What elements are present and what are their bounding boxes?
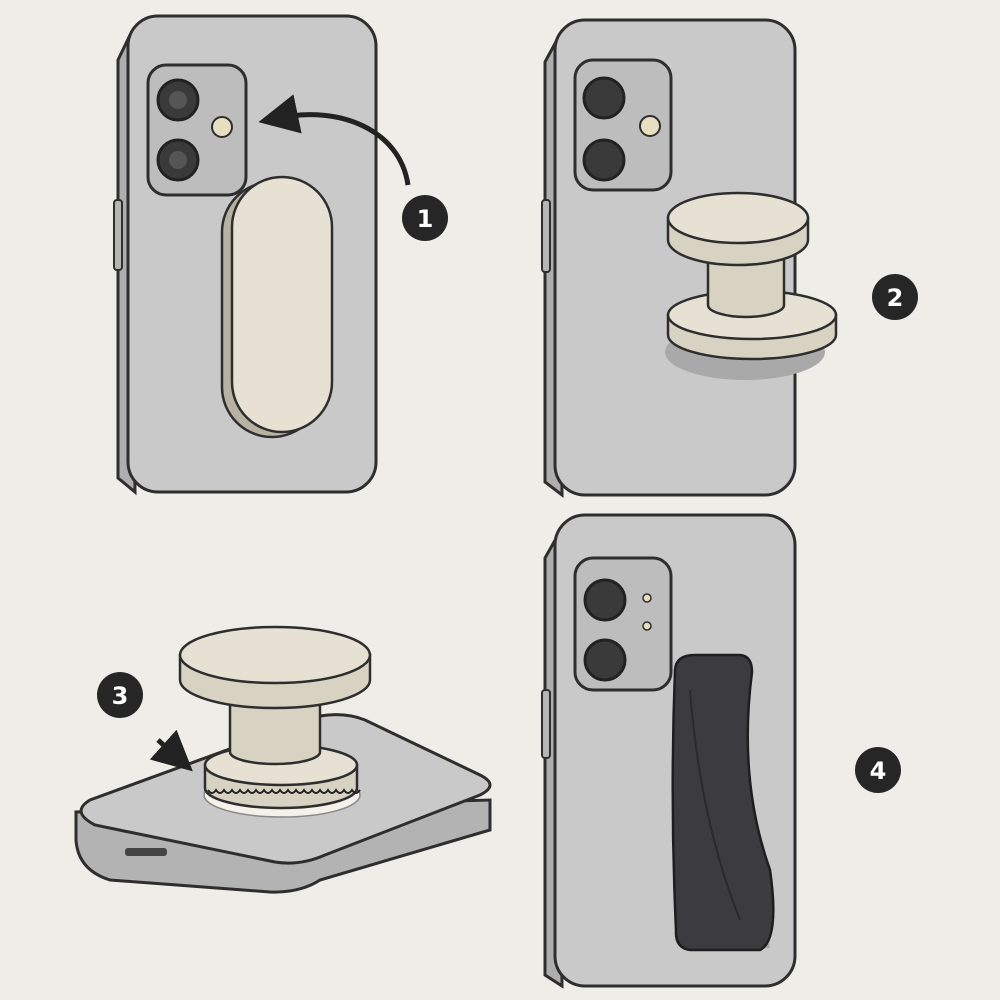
step-3-panel: 3 xyxy=(74,625,492,894)
microphone-icon xyxy=(642,621,652,631)
flash-icon xyxy=(639,115,661,137)
adhesive-edge xyxy=(207,788,361,794)
flash-icon xyxy=(642,593,652,603)
step-1-panel: 1 xyxy=(113,14,448,496)
flash-icon xyxy=(211,116,233,138)
speaker-grille-icon xyxy=(125,848,167,856)
press-arrow-icon xyxy=(149,729,193,772)
popsocket-cap xyxy=(666,191,810,245)
side-button xyxy=(541,199,551,273)
step-number: 2 xyxy=(887,284,904,312)
side-button xyxy=(541,689,551,759)
step-2-panel: 2 xyxy=(541,18,918,499)
popsocket-cap xyxy=(178,625,372,685)
popsocket-stem xyxy=(706,248,786,319)
step-1-badge: 1 xyxy=(402,195,448,241)
step-4-panel: 4 xyxy=(541,513,901,989)
camera-lens-icon xyxy=(583,638,627,682)
step-2-badge: 2 xyxy=(872,274,918,320)
lens-inner xyxy=(169,91,187,109)
strap-fold xyxy=(689,689,741,921)
step-number: 1 xyxy=(417,205,434,233)
step-4-badge: 4 xyxy=(855,747,901,793)
grip-pad xyxy=(230,175,334,434)
hand-strap xyxy=(671,653,775,952)
popsocket-stem xyxy=(228,698,322,766)
camera-lens-icon xyxy=(582,138,626,182)
arrow-icon xyxy=(258,94,411,186)
step-number: 4 xyxy=(870,757,887,785)
camera-lens-icon xyxy=(583,578,627,622)
step-3-badge: 3 xyxy=(97,672,143,718)
side-button xyxy=(113,199,123,271)
step-number: 3 xyxy=(112,682,129,710)
lens-inner xyxy=(169,151,187,169)
camera-lens-icon xyxy=(582,76,626,120)
